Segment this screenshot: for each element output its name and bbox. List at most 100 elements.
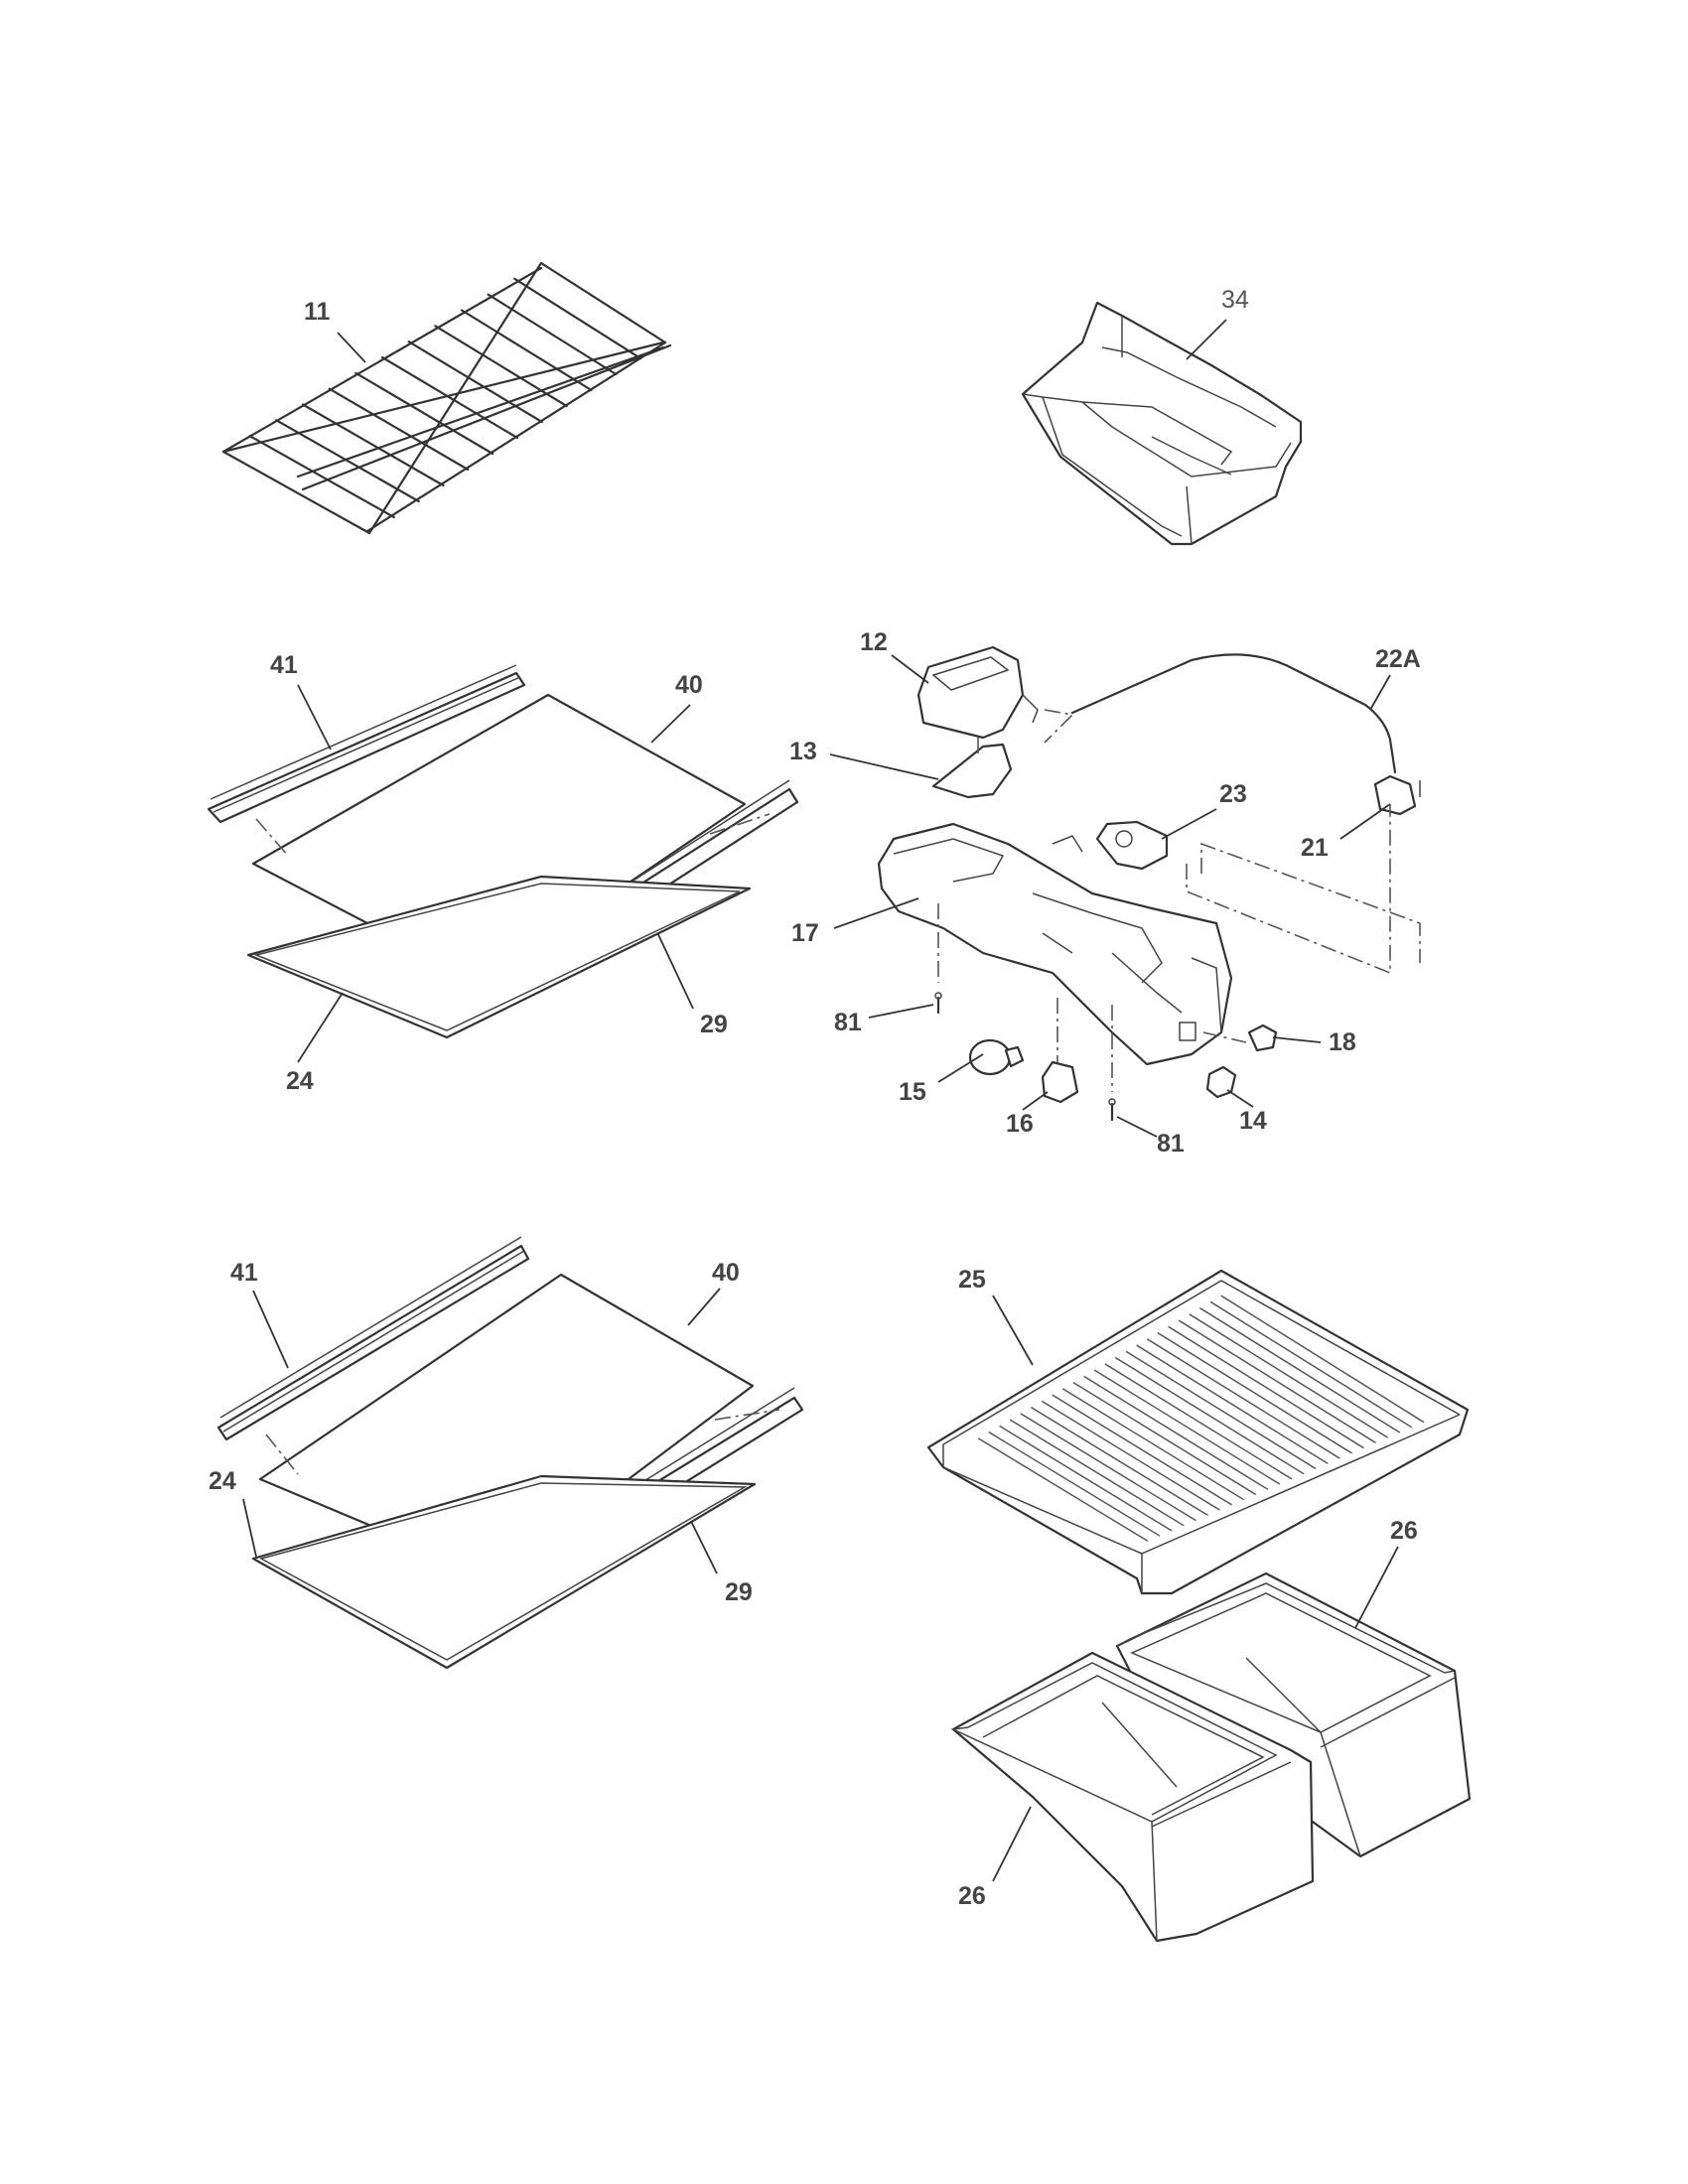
wire-shelf-bar xyxy=(434,325,568,408)
crisper-cover-rib xyxy=(1072,1381,1257,1496)
part-24-upper-shelf-frame[interactable] xyxy=(246,875,752,1039)
leader-26b xyxy=(992,1806,1032,1882)
leader-15 xyxy=(937,1053,984,1083)
leader-41a xyxy=(297,684,332,751)
part-81-screw-left[interactable] xyxy=(934,992,942,1015)
crisper-cover-rib xyxy=(1031,1406,1208,1517)
crisper-cover-rib xyxy=(1189,1313,1389,1438)
leader-34 xyxy=(1186,319,1227,360)
part-81-screw-right[interactable] xyxy=(1108,1098,1116,1122)
part-12-control-knob-housing[interactable] xyxy=(916,645,1039,740)
callout-22a: 22A xyxy=(1375,645,1421,673)
leader-22a xyxy=(1369,674,1391,711)
part-41-lower-shelf-trim[interactable] xyxy=(216,1236,530,1441)
wire-shelf-bar xyxy=(487,293,618,376)
crisper-cover-rib xyxy=(977,1437,1149,1543)
dashline-switch-to-housing xyxy=(1200,842,1421,963)
dashline-lower-left xyxy=(265,1433,299,1475)
wire-shelf-bar xyxy=(354,371,494,456)
crisper-cover-rib xyxy=(1083,1375,1269,1490)
crisper-cover-rib xyxy=(1146,1338,1340,1459)
crisper-cover-rib xyxy=(988,1431,1161,1537)
callout-13: 13 xyxy=(789,738,817,765)
wire-shelf-bar xyxy=(221,450,371,535)
callout-24b: 24 xyxy=(209,1467,236,1495)
part-25-crisper-cover[interactable] xyxy=(926,1269,1470,1595)
part-17-light-housing[interactable] xyxy=(877,822,1233,1066)
leader-11 xyxy=(337,332,366,363)
part-18-control-knob[interactable] xyxy=(1247,1024,1278,1052)
callout-41a: 41 xyxy=(270,651,298,679)
crisper-cover-rib xyxy=(1168,1325,1364,1449)
crisper-cover-rib xyxy=(1009,1419,1185,1527)
wire-shelf-bar xyxy=(407,341,543,424)
callout-12: 12 xyxy=(860,628,888,656)
part-24-lower-shelf-frame[interactable] xyxy=(251,1474,757,1670)
crisper-cover-rib xyxy=(1115,1356,1305,1475)
leader-14 xyxy=(1226,1089,1254,1108)
crisper-cover-rib xyxy=(1178,1319,1376,1444)
callout-23: 23 xyxy=(1219,780,1247,808)
part-11-wire-shelf[interactable] xyxy=(221,261,672,535)
leader-81a xyxy=(868,1004,934,1019)
callout-26a: 26 xyxy=(1390,1517,1418,1545)
callout-26b: 26 xyxy=(958,1882,986,1910)
wire-shelf-bar xyxy=(513,277,642,360)
leader-23 xyxy=(1161,808,1217,840)
part-21-light-switch[interactable] xyxy=(1373,774,1421,816)
leader-18 xyxy=(1272,1036,1322,1043)
leader-26a xyxy=(1354,1546,1399,1629)
part-34-storage-bin[interactable] xyxy=(1021,301,1303,546)
callout-17: 17 xyxy=(791,919,819,947)
dashline-upper-left xyxy=(255,818,289,857)
dashline-thermostat-to-housing xyxy=(1186,804,1391,975)
crisper-cover-rib xyxy=(1061,1388,1245,1501)
part-26-crisper-drawer-front[interactable] xyxy=(950,1651,1315,1943)
part-13-light-shield[interactable] xyxy=(931,743,1013,799)
leader-13 xyxy=(829,753,939,780)
callout-81a: 81 xyxy=(834,1009,862,1036)
part-41-upper-shelf-trim[interactable] xyxy=(207,664,526,824)
wire-shelf-bar xyxy=(248,435,395,519)
callout-14: 14 xyxy=(1239,1107,1267,1135)
crisper-cover-rib xyxy=(1199,1306,1401,1433)
crisper-cover-rib xyxy=(999,1425,1173,1532)
part-16-light-socket[interactable] xyxy=(1041,1060,1079,1104)
callout-29a: 29 xyxy=(700,1011,728,1038)
leader-40a xyxy=(650,704,691,744)
crisper-cover-rib xyxy=(1209,1300,1413,1429)
dashline-upper-right xyxy=(709,813,771,835)
leader-41b xyxy=(252,1290,289,1369)
leader-40b xyxy=(687,1288,721,1326)
crisper-cover-rib xyxy=(1136,1344,1329,1464)
crisper-cover-rib xyxy=(1104,1363,1293,1480)
wire-shelf-bar xyxy=(380,355,519,440)
part-15-light-bulb[interactable] xyxy=(968,1038,1025,1076)
callout-40a: 40 xyxy=(675,671,703,699)
dashline-harness-to-housing xyxy=(1044,709,1074,744)
leader-24a xyxy=(297,992,344,1063)
crisper-cover-rib xyxy=(1020,1413,1196,1522)
wire-shelf-bar xyxy=(328,387,470,472)
part-23-thermostat[interactable] xyxy=(1095,820,1169,871)
leader-21 xyxy=(1339,803,1391,840)
dashline-button-right xyxy=(1202,1031,1247,1043)
callout-34: 34 xyxy=(1221,286,1249,314)
callout-11: 11 xyxy=(304,298,331,326)
wire-shelf-bar xyxy=(301,403,445,487)
crisper-cover-rib xyxy=(1093,1369,1281,1485)
crisper-cover-rib xyxy=(1052,1394,1232,1506)
callout-16: 16 xyxy=(1006,1110,1034,1138)
callout-29b: 29 xyxy=(725,1578,753,1606)
callout-41b: 41 xyxy=(230,1259,258,1287)
leader-81b xyxy=(1116,1116,1158,1138)
callout-81b: 81 xyxy=(1157,1130,1185,1158)
callout-25: 25 xyxy=(958,1266,986,1294)
callout-15: 15 xyxy=(899,1078,926,1106)
callout-21: 21 xyxy=(1301,834,1329,862)
crisper-cover-rib xyxy=(1157,1331,1352,1454)
dashline-lower-right xyxy=(714,1409,780,1421)
part-22a-wire-harness[interactable] xyxy=(1070,653,1397,774)
leader-25 xyxy=(992,1295,1034,1366)
